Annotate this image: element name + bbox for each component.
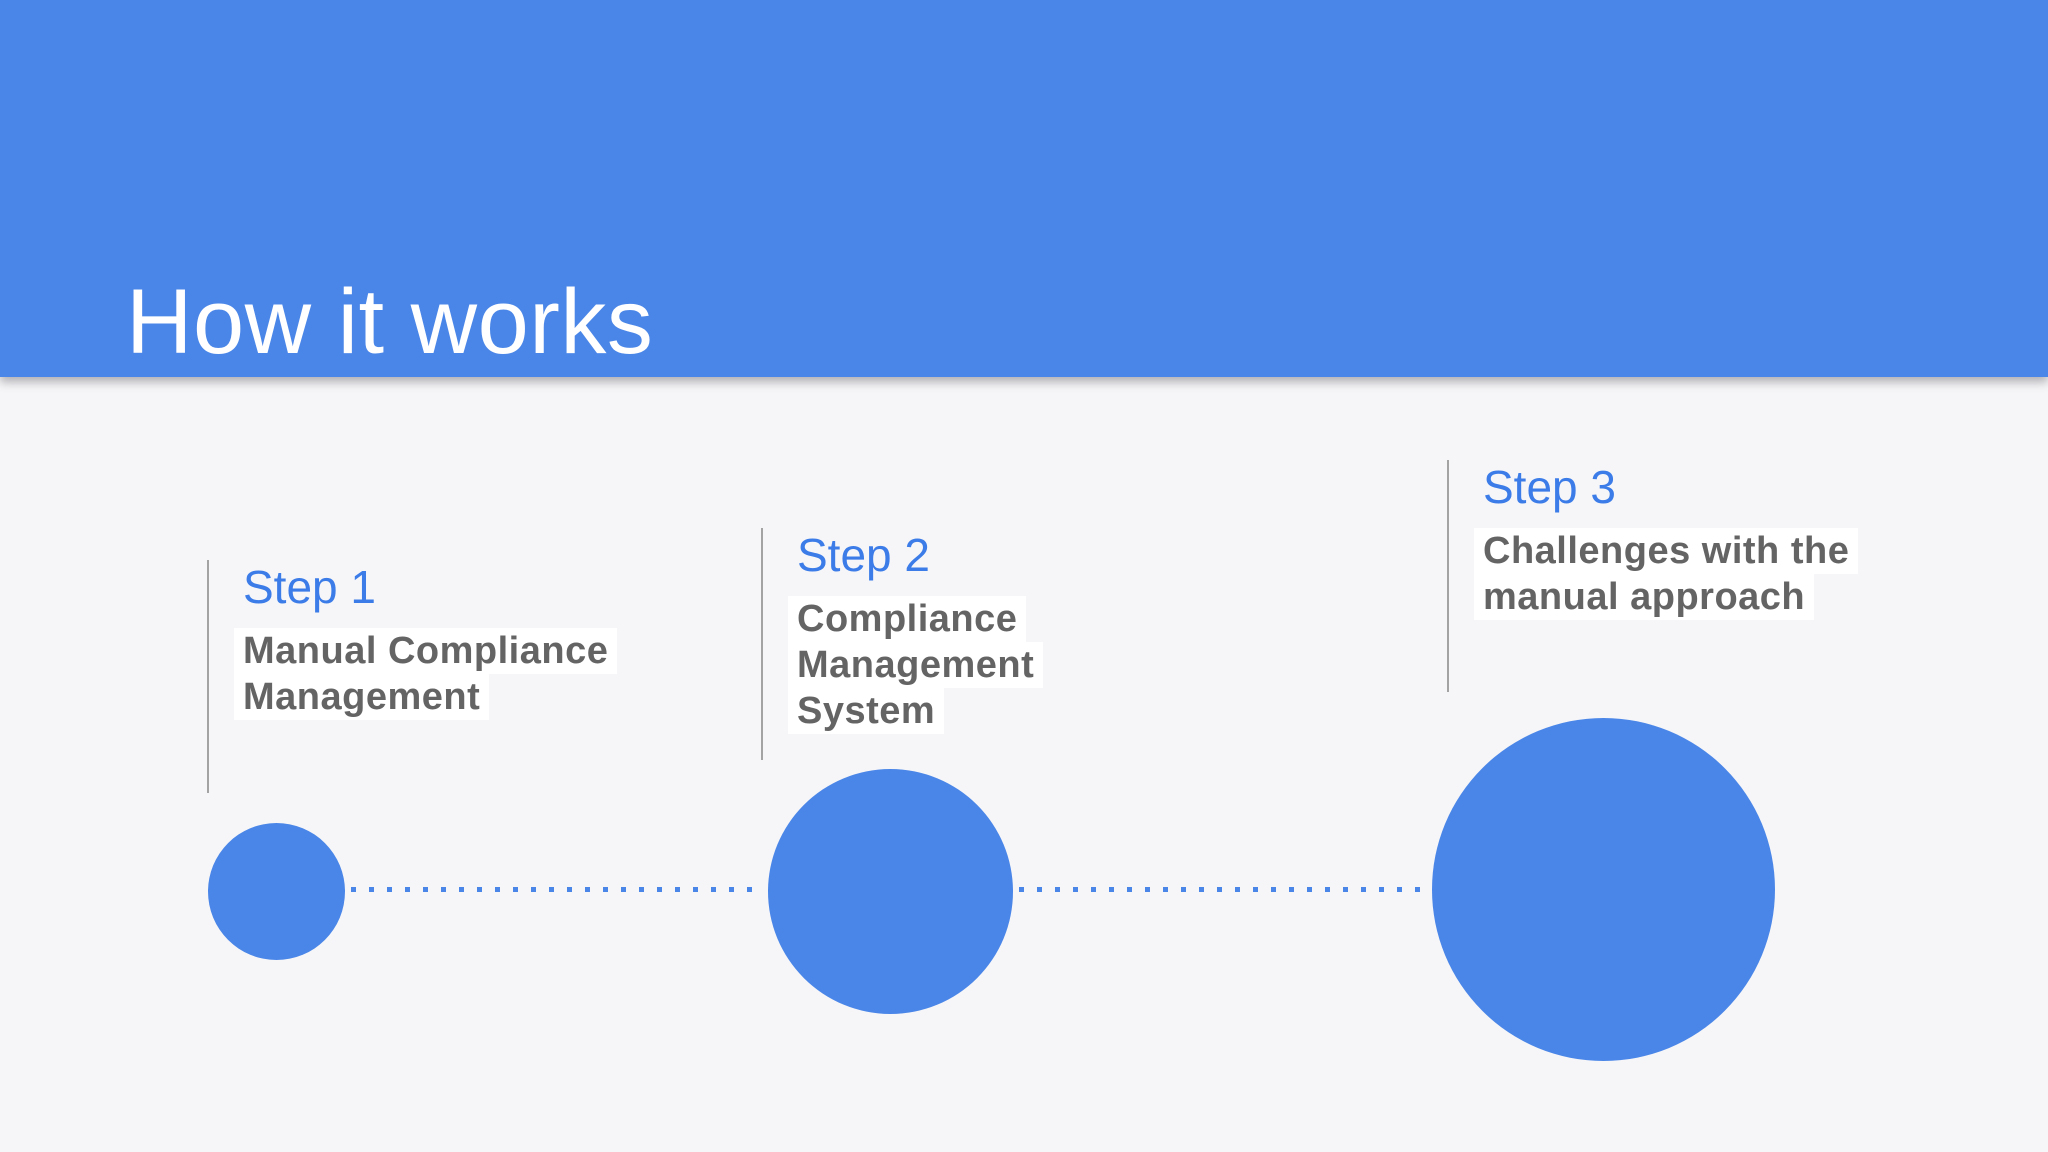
step-2-circle <box>768 769 1013 1014</box>
step-1-label: Step 1 <box>243 561 376 613</box>
step-1-circle <box>208 823 345 960</box>
step-2-subtitle-line-2: Management <box>788 642 1044 688</box>
step-2-subtitle-line-3: System <box>788 688 945 734</box>
step-3-subtitle-line-1: Challenges with the <box>1474 528 1859 574</box>
step-3-subtitle-line-2: manual approach <box>1474 574 1815 620</box>
step-3-label: Step 3 <box>1483 461 1616 513</box>
step-1-subtitle-line-2: Management <box>234 674 490 720</box>
slide-title: How it works <box>126 270 654 373</box>
step-2-label: Step 2 <box>797 529 930 581</box>
dotted-connector-2 <box>1019 887 1427 892</box>
step-2-subtitle-line-1: Compliance <box>788 596 1027 642</box>
step-3-circle <box>1432 718 1775 1061</box>
step-1-subtitle-line-1: Manual Compliance <box>234 628 618 674</box>
dotted-connector-1 <box>351 887 763 892</box>
header-band: How it works <box>0 0 2048 377</box>
